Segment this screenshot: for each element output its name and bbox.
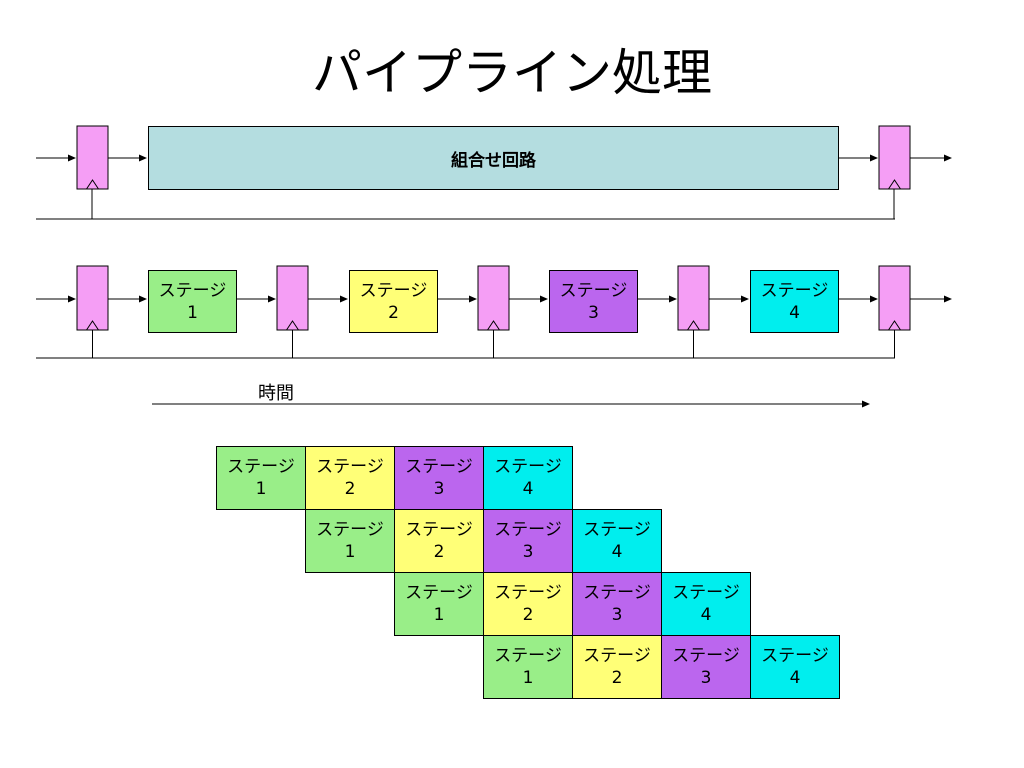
stage-number: 2 <box>344 479 356 499</box>
arrowhead <box>741 295 749 303</box>
pipeline-stage-2: ステージ 2 <box>349 270 438 333</box>
pipeline-stage-3: ステージ 3 <box>549 270 638 333</box>
stage-number: 3 <box>700 668 712 688</box>
stage-label: ステージ <box>227 457 295 477</box>
clock-triangle <box>687 320 700 331</box>
arrowhead <box>469 295 477 303</box>
stage-label: ステージ <box>583 583 651 603</box>
stage-label: ステージ <box>316 457 384 477</box>
arrowhead <box>139 295 147 303</box>
combinational-circuit-block: 組合せ回路 <box>148 126 839 190</box>
stage-label: ステージ <box>672 583 740 603</box>
stage-label: ステージ <box>494 520 562 540</box>
stage-label: ステージ <box>583 646 651 666</box>
clock-triangle <box>86 320 99 331</box>
stage-label: ステージ <box>158 280 227 301</box>
arrowhead <box>268 295 276 303</box>
stage-number: 1 <box>522 668 534 688</box>
arrowhead <box>870 154 878 162</box>
stage-label: ステージ <box>405 520 473 540</box>
register-flipflop <box>477 265 510 331</box>
arrowhead <box>68 154 76 162</box>
arrowhead <box>944 154 952 162</box>
clock-triangle <box>286 320 299 331</box>
arrowhead <box>944 295 952 303</box>
pipeline-stage-4: ステージ 4 <box>750 270 839 333</box>
stage-label: ステージ <box>405 583 473 603</box>
stage-label: ステージ <box>494 457 562 477</box>
register-flipflop <box>76 125 109 190</box>
arrowhead <box>540 295 548 303</box>
clock-triangle <box>888 179 901 190</box>
stage-number: 2 <box>611 668 623 688</box>
stage-number: 3 <box>611 605 623 625</box>
register-flipflop <box>878 125 911 190</box>
stage-number: 1 <box>433 605 445 625</box>
stage-label: ステージ <box>494 583 562 603</box>
stage-number: 4 <box>522 479 534 499</box>
stage-number: 3 <box>522 542 534 562</box>
stage-label: ステージ <box>760 280 829 301</box>
stage-number: 3 <box>588 302 599 323</box>
page-title: パイプライン処理 <box>312 44 712 102</box>
stage-number: 3 <box>433 479 445 499</box>
stage-label: ステージ <box>405 457 473 477</box>
stage-label: ステージ <box>316 520 384 540</box>
arrowhead <box>870 295 878 303</box>
arrowhead <box>139 154 147 162</box>
stage-label: ステージ <box>359 280 428 301</box>
arrowhead <box>340 295 348 303</box>
combinational-circuit-label: 組合せ回路 <box>451 150 536 171</box>
stage-number: 4 <box>611 542 623 562</box>
stage-label: ステージ <box>761 646 829 666</box>
stage-label: ステージ <box>672 646 740 666</box>
stage-number: 4 <box>789 302 800 323</box>
arrowhead <box>862 400 870 408</box>
stage-number: 4 <box>700 605 712 625</box>
arrowhead <box>669 295 677 303</box>
stage-number: 1 <box>344 542 356 562</box>
stage-number: 4 <box>789 668 801 688</box>
stage-number: 2 <box>388 302 399 323</box>
stage-label: ステージ <box>559 280 628 301</box>
stage-number: 1 <box>187 302 198 323</box>
time-axis-label: 時間 <box>258 383 294 404</box>
stage-number: 1 <box>255 479 267 499</box>
stage-number: 2 <box>433 542 445 562</box>
register-flipflop <box>276 265 309 331</box>
clock-triangle <box>487 320 500 331</box>
register-flipflop <box>76 265 109 331</box>
clock-triangle <box>86 179 99 190</box>
pipeline-stage-1: ステージ 1 <box>148 270 237 333</box>
clock-triangle <box>888 320 901 331</box>
register-flipflop <box>677 265 710 331</box>
stage-number: 2 <box>522 605 534 625</box>
stage-label: ステージ <box>494 646 562 666</box>
stage-label: ステージ <box>583 520 651 540</box>
arrowhead <box>68 295 76 303</box>
